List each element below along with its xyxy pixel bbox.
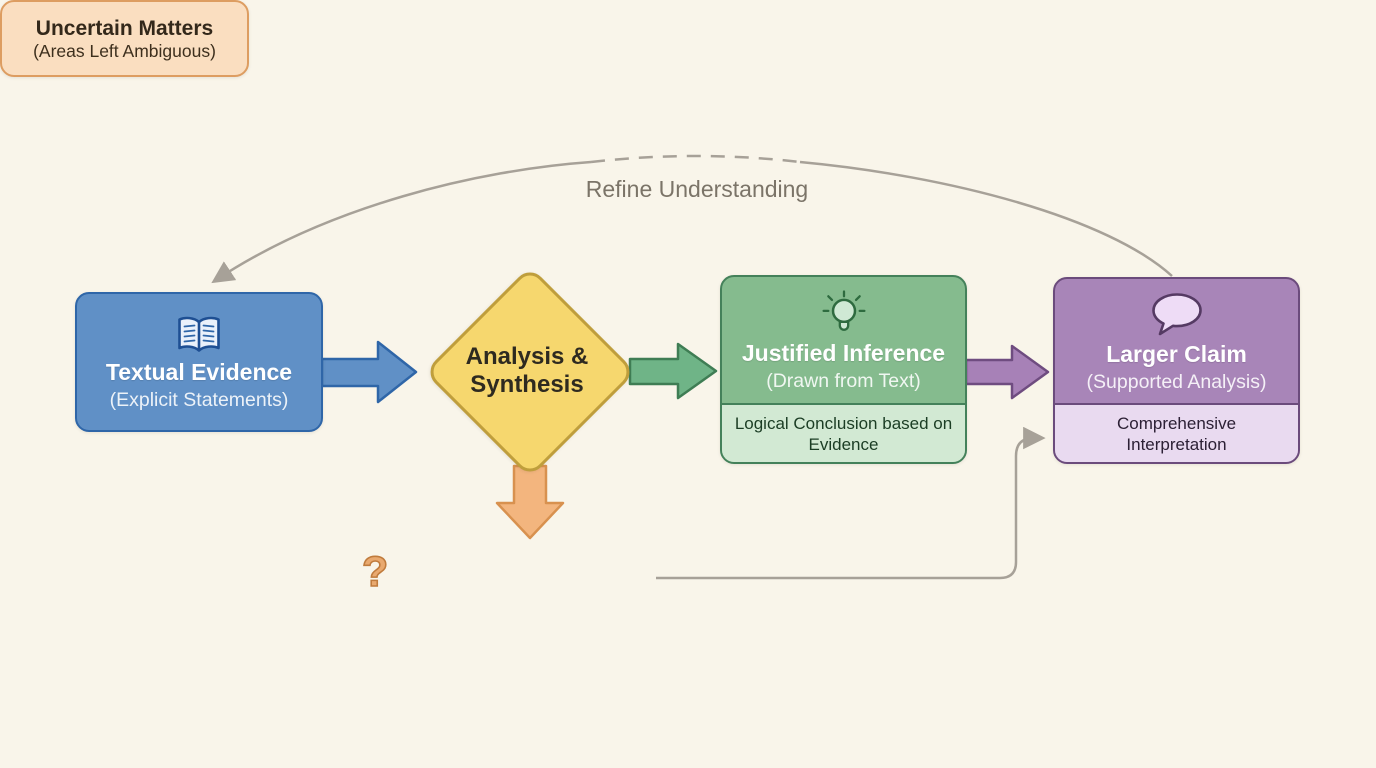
node-justified-inference: Justified Inference (Drawn from Text) Lo… xyxy=(720,275,967,464)
claim-note: Comprehensive Interpretation xyxy=(1055,403,1298,462)
arrow-analysis-to-inference xyxy=(628,342,718,400)
feedback-loop-label: Refine Understanding xyxy=(585,176,809,202)
speech-bubble-icon xyxy=(1151,292,1202,335)
node-title: Uncertain Matters xyxy=(35,16,214,40)
question-mark-icon: ? xyxy=(361,547,389,597)
feedback-arc-dashed xyxy=(590,154,801,164)
arrow-evidence-to-analysis xyxy=(320,340,418,404)
node-uncertain-matters: Uncertain Matters (Areas Left Ambiguous) xyxy=(0,0,249,77)
analysis-synthesis-label: Analysis & Synthesis xyxy=(427,343,627,399)
open-book-icon xyxy=(178,316,220,352)
node-subtitle: (Supported Analysis) xyxy=(1086,370,1267,393)
analysis-label-line1: Analysis & xyxy=(465,343,589,370)
node-subtitle: (Explicit Statements) xyxy=(109,388,289,411)
node-title: Textual Evidence xyxy=(105,358,293,385)
lightbulb-icon xyxy=(821,289,866,331)
node-textual-evidence: Textual Evidence (Explicit Statements) xyxy=(75,292,323,432)
node-title: Justified Inference xyxy=(741,339,946,366)
node-title: Larger Claim xyxy=(1106,340,1247,367)
feedback-arc-left xyxy=(211,160,592,284)
analysis-label-line2: Synthesis xyxy=(470,371,584,398)
arrow-inference-to-claim xyxy=(964,344,1050,400)
uncertain-to-claim-connector xyxy=(656,426,1046,580)
inference-note: Logical Conclusion based on Evidence xyxy=(722,403,965,462)
arrow-analysis-to-uncertain xyxy=(495,464,565,540)
node-larger-claim: Larger Claim (Supported Analysis) Compre… xyxy=(1053,277,1300,464)
node-subtitle: (Areas Left Ambiguous) xyxy=(33,40,216,61)
feedback-arc-right xyxy=(799,160,1173,277)
node-subtitle: (Drawn from Text) xyxy=(766,369,921,392)
